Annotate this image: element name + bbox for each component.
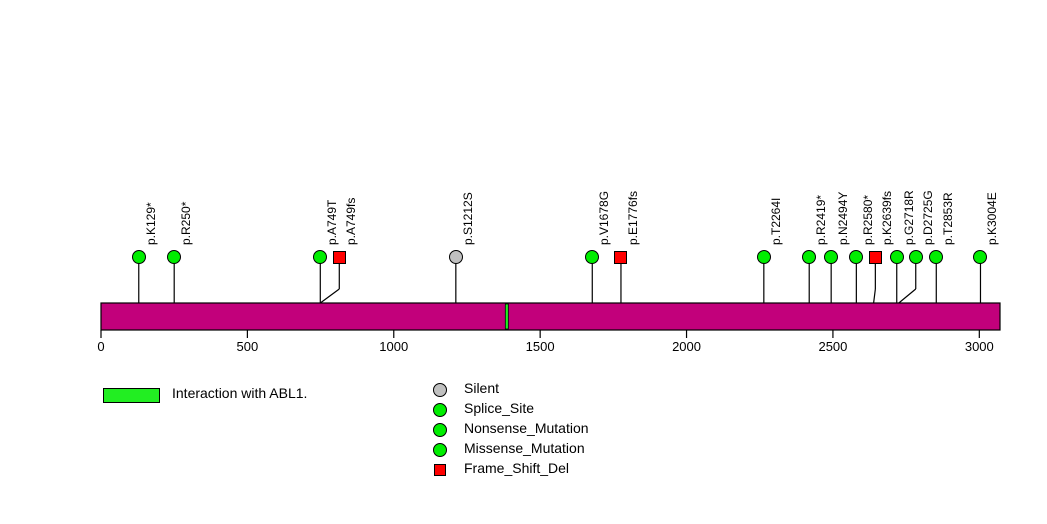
legend-mutation-swatch-circle[interactable]	[433, 423, 447, 437]
mutation-marker-circle[interactable]	[849, 250, 864, 264]
mutation-label: p.T2853R	[941, 192, 956, 245]
mutation-marker-circle[interactable]	[131, 250, 146, 264]
mutation-marker-circle[interactable]	[889, 250, 904, 264]
axis-tick-label: 1000	[379, 339, 409, 354]
mutation-marker-circle[interactable]	[929, 250, 944, 264]
mutation-label: p.K2639fs	[880, 190, 895, 245]
legend-mutation-swatch-circle[interactable]	[433, 383, 447, 397]
mutation-marker-square[interactable]	[614, 250, 628, 264]
axis-tick-label: 2500	[818, 339, 848, 354]
mutation-label: p.R2419*	[814, 194, 829, 245]
protein-backbone-bar	[100, 302, 1001, 331]
mutation-label: p.R250*	[179, 201, 194, 245]
mutation-marker-circle[interactable]	[908, 250, 923, 264]
mutation-marker-circle[interactable]	[756, 250, 771, 264]
mutation-marker-circle[interactable]	[973, 250, 988, 264]
mutation-marker-circle[interactable]	[448, 250, 463, 264]
stem-line-diagonal	[873, 288, 876, 304]
axis-tick-label: 500	[236, 339, 259, 354]
legend-mutation-label: Nonsense_Mutation	[464, 420, 589, 436]
mutation-label: p.T2264I	[768, 197, 783, 245]
mutation-marker-circle[interactable]	[802, 250, 817, 264]
mutation-label: p.G2718R	[901, 190, 916, 245]
mutation-label: p.A749T	[325, 199, 340, 245]
legend-domain-label: Interaction with ABL1.	[172, 385, 308, 401]
axis-tick-label: 3000	[964, 339, 994, 354]
mutation-label: p.N2494Y	[836, 191, 851, 245]
mutation-marker-circle[interactable]	[167, 250, 182, 264]
legend-mutation-label: Splice_Site	[464, 400, 535, 416]
protein-domain-region[interactable]	[504, 303, 509, 330]
mutation-label: p.A749fs	[344, 197, 359, 245]
legend-mutation-swatch-square[interactable]	[434, 464, 446, 476]
mutation-label: p.V1678G	[597, 190, 612, 245]
axis-tick-label: 0	[97, 339, 105, 354]
mutation-marker-square[interactable]	[332, 250, 346, 264]
mutation-label: p.K3004E	[985, 192, 1000, 245]
stem-line-diagonal	[898, 288, 917, 304]
stem-line-diagonal	[319, 288, 340, 304]
mutation-label: p.R2580*	[861, 194, 876, 245]
axis-tick-label: 1500	[525, 339, 555, 354]
mutation-label: p.D2725G	[920, 190, 935, 245]
mutation-marker-circle[interactable]	[585, 250, 600, 264]
mutation-label: p.S1212S	[460, 192, 475, 245]
axis-tick-label: 2000	[672, 339, 701, 354]
legend-mutation-swatch-circle[interactable]	[433, 403, 447, 417]
mutation-label: p.E1776fs	[625, 190, 640, 245]
legend-mutation-label: Missense_Mutation	[464, 440, 585, 456]
legend-mutation-swatch-circle[interactable]	[433, 443, 447, 457]
mutation-marker-circle[interactable]	[824, 250, 839, 264]
mutation-label: p.K129*	[143, 202, 158, 245]
legend-mutation-label: Frame_Shift_Del	[464, 460, 570, 476]
legend-domain-swatch[interactable]	[103, 388, 160, 403]
legend-mutation-label: Silent	[464, 380, 500, 396]
mutation-marker-square[interactable]	[868, 250, 882, 264]
mutation-marker-circle[interactable]	[313, 250, 328, 264]
